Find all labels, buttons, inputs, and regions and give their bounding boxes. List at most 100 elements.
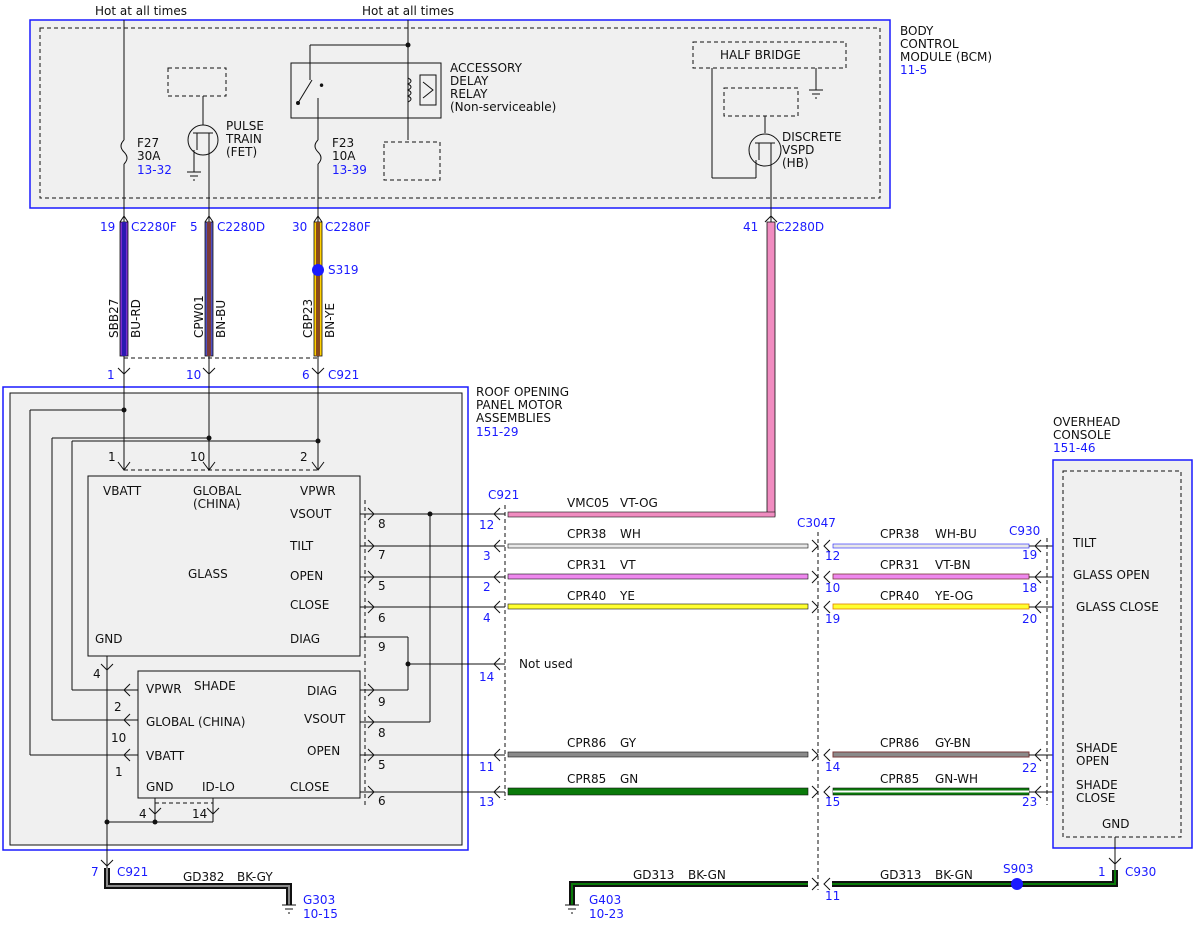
bcm-name-2: CONTROL [900, 37, 959, 51]
c921-pin-2: 2 [483, 580, 491, 594]
f27-amps: 30A [137, 149, 161, 163]
wire-vmc05-circuit: VMC05 [567, 496, 609, 510]
ground-right: G403 10-23 GD313 BK-GN GD313 BK-GN S903 [565, 862, 1118, 921]
connector-c2280f: C2280F [325, 220, 371, 234]
wire-cpr86-right-color: GY-BN [935, 736, 971, 750]
connector-c921-top: C921 [328, 368, 359, 382]
fuse-icon [314, 139, 322, 165]
relay-label-1: ACCESSORY [450, 61, 523, 75]
c930-name: C930 [1009, 524, 1040, 538]
c930-pin-22: 22 [1022, 761, 1037, 775]
splice-s319 [312, 264, 324, 276]
middle-wires: VMC05 VT-OG CPR38 WH CPR31 VT CPR40 YE C… [507, 496, 809, 796]
c930-pin-23: 23 [1022, 795, 1037, 809]
splice-s319-label: S319 [328, 263, 359, 277]
wire-cpr86-right-circuit: CPR86 [880, 736, 919, 750]
pin-8b: 8 [378, 726, 386, 740]
overhead-gnd: GND [1102, 817, 1130, 831]
glass-vbatt: VBATT [103, 484, 142, 498]
c921-pin-4: 4 [483, 611, 491, 625]
c921-right-name: C921 [488, 488, 519, 502]
glass-diag: DIAG [290, 632, 320, 646]
wire-cpr38-right [832, 543, 1030, 549]
wire-cpr38-color: WH [620, 527, 641, 541]
half-bridge-label: HALF BRIDGE [720, 48, 801, 62]
glass-motor [87, 475, 361, 657]
wire-cpw01-circuit: CPW01 [192, 295, 206, 338]
connector-c2280d: C2280D [776, 220, 824, 234]
wire-gd313-right [832, 870, 1118, 887]
wire-cpr85-right-circuit: CPR85 [880, 772, 919, 786]
glass-open: OPEN [290, 569, 323, 583]
c921-pin-10: 10 [186, 368, 201, 382]
wire-cpr40-right-circuit: CPR40 [880, 589, 919, 603]
overhead-name-2: CONSOLE [1053, 428, 1111, 442]
c3047-pin-12: 12 [825, 549, 840, 563]
wire-cpr31-circuit: CPR31 [567, 558, 606, 572]
shade-idlo: ID-LO [202, 780, 235, 794]
splice-s903 [1011, 878, 1023, 890]
glass-tilt: TILT [289, 539, 314, 553]
wire-cpr86 [507, 751, 809, 758]
wire-gd382-circuit: GD382 [183, 870, 224, 884]
c3047-pin-14: 14 [825, 760, 840, 774]
relay-label-3: RELAY [450, 87, 488, 101]
wire-cpr86-right [832, 751, 1030, 758]
roof-name-3: ASSEMBLIES [476, 411, 551, 425]
discrete-3: (HB) [782, 156, 809, 170]
f27-name: F27 [137, 136, 159, 150]
ground-g403: G403 [589, 893, 621, 907]
wire-cbp23-circuit: CBP23 [301, 299, 315, 338]
shade-diag: DIAG [307, 684, 337, 698]
wire-cpr86-color: GY [620, 736, 637, 750]
glass-vsout: VSOUT [290, 507, 332, 521]
wire-cpr40-right [832, 603, 1030, 610]
c921-pin-11: 11 [479, 760, 494, 774]
overhead-glass-close: GLASS CLOSE [1076, 600, 1159, 614]
pin-5b: 5 [378, 758, 386, 772]
roof-ref: 151-29 [476, 425, 519, 439]
shade-motor [137, 670, 361, 799]
wire-cpr85 [507, 787, 809, 796]
pulse-train-2: TRAIN [225, 132, 262, 146]
wire-cpr31-color: VT [620, 558, 636, 572]
glass-close: CLOSE [290, 598, 329, 612]
shade-gnd: GND [146, 780, 174, 794]
pin-8a: 8 [378, 517, 386, 531]
wire-cpr40-color: YE [619, 589, 635, 603]
top-connectors: 19 C2280F 5 C2280D 30 C2280F 41 C2280D S… [100, 215, 824, 517]
overhead-console: OVERHEAD CONSOLE 151-46 TILT GLASS OPEN … [1052, 415, 1193, 879]
wire-gd313-color-1: BK-GN [688, 868, 726, 882]
relay-switch-icon [297, 79, 313, 104]
roof-name-1: ROOF OPENING [476, 385, 569, 399]
bcm-ref: 11-5 [900, 63, 927, 77]
ground-left: 7 C921 GD382 BK-GY G303 10-15 [91, 859, 338, 921]
c930-pin-19: 19 [1022, 548, 1037, 562]
shade-vbatt: VBATT [146, 749, 185, 763]
glass-gnd: GND [95, 632, 123, 646]
f23-ref: 13-39 [332, 163, 367, 177]
c921-pin-3: 3 [483, 549, 491, 563]
glass-pin-10: 10 [190, 450, 205, 464]
hot-label-2: Hot at all times [362, 4, 454, 18]
c930-name-2: C930 [1125, 865, 1156, 879]
pin-4b: 4 [139, 807, 147, 821]
pin-7: 7 [378, 548, 386, 562]
glass-global: GLOBAL [193, 484, 241, 498]
right-wires: CPR38 WH-BU CPR31 VT-BN CPR40 YE-OG CPR8… [832, 527, 1030, 796]
overhead-name-1: OVERHEAD [1053, 415, 1120, 429]
pin-1: 1 [115, 765, 123, 779]
wire-cpr38-right-color: WH-BU [935, 527, 977, 541]
pin-5a: 5 [378, 579, 386, 593]
wire-gd313-circuit-2: GD313 [880, 868, 921, 882]
ground-g303: G303 [303, 893, 335, 907]
overhead-shade-open-1: SHADE [1076, 741, 1118, 755]
pin-5: 5 [190, 220, 198, 234]
wire-cpr85-right-color: GN-WH [935, 772, 978, 786]
wire-sbb27-circuit: SBB27 [107, 299, 121, 338]
bcm-module: BODY CONTROL MODULE (BCM) 11-5 Hot at al… [29, 4, 992, 222]
gnd-left-c921: C921 [117, 865, 148, 879]
roof-opening-module: ROOF OPENING PANEL MOTOR ASSEMBLIES 151-… [2, 374, 569, 870]
hot-label-1: Hot at all times [95, 4, 187, 18]
ground-icon [809, 89, 823, 99]
